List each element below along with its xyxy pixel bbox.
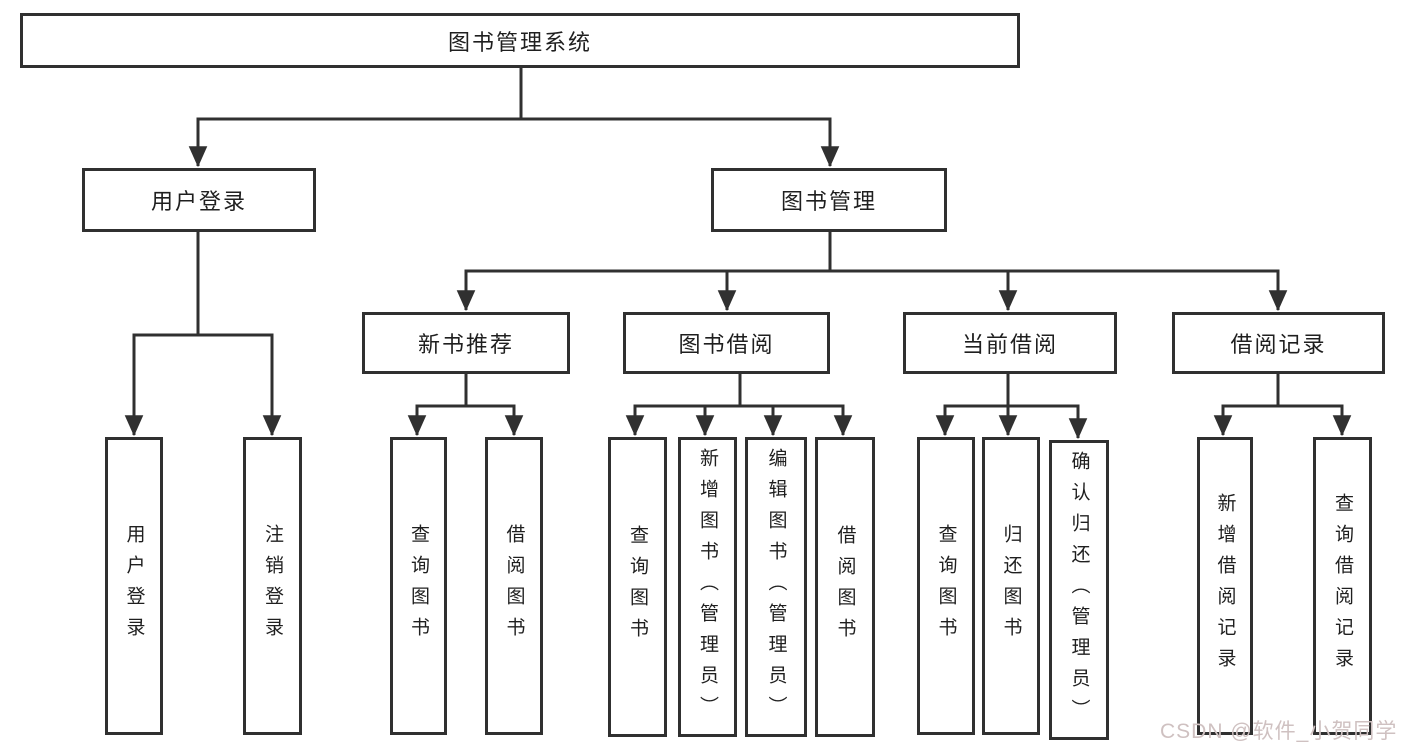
leaf-add-borrow-record: 新增借阅记录 [1197, 437, 1253, 735]
leaf-user-login: 用户登录 [105, 437, 163, 735]
csdn-watermark: CSDN @软件_小贺同学 [1160, 720, 1398, 743]
leaf-query-books-current: 查询图书 [917, 437, 975, 735]
leaf-query-books-borrowing: 查询图书 [608, 437, 667, 737]
node-user-login-group: 用户登录 [82, 168, 316, 232]
leaf-borrow-books-borrowing: 借阅图书 [815, 437, 875, 737]
leaf-query-books-recommend: 查询图书 [390, 437, 447, 735]
node-borrowing-records: 借阅记录 [1172, 312, 1385, 374]
node-book-management: 图书管理 [711, 168, 947, 232]
leaf-logout: 注销登录 [243, 437, 302, 735]
node-library-management-system: 图书管理系统 [20, 13, 1020, 68]
leaf-confirm-return-admin: 确认归还（管理员） [1049, 440, 1109, 740]
leaf-return-books: 归还图书 [982, 437, 1040, 735]
leaf-add-book-admin: 新增图书（管理员） [678, 437, 737, 737]
leaf-query-borrow-record: 查询借阅记录 [1313, 437, 1372, 735]
node-new-book-recommendation: 新书推荐 [362, 312, 570, 374]
leaf-borrow-books-recommend: 借阅图书 [485, 437, 543, 735]
connector-skeleton [132, 68, 1344, 408]
leaf-edit-book-admin: 编辑图书（管理员） [745, 437, 807, 737]
node-current-borrowing: 当前借阅 [903, 312, 1117, 374]
node-book-borrowing: 图书借阅 [623, 312, 830, 374]
